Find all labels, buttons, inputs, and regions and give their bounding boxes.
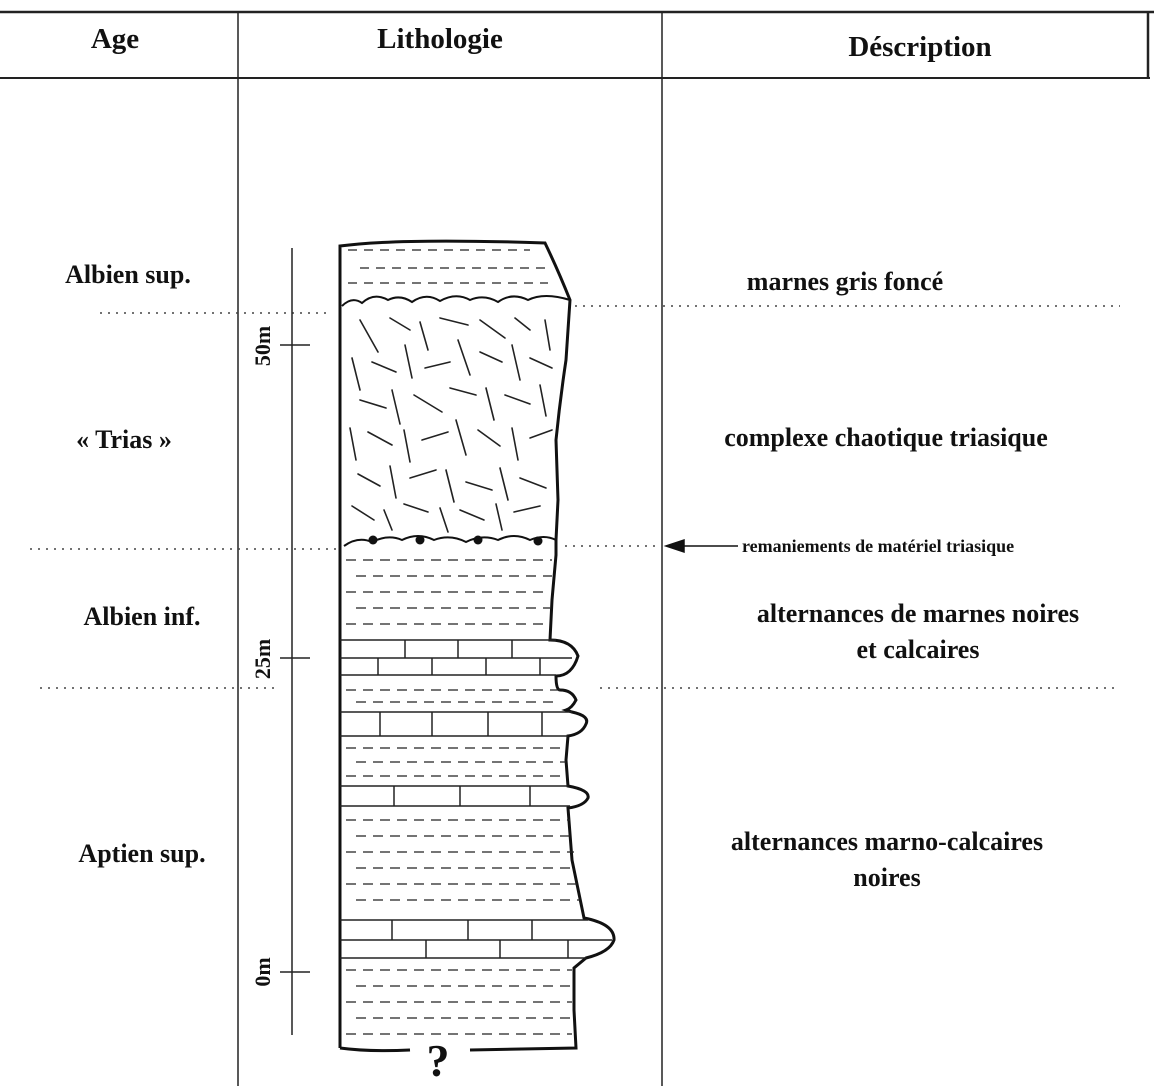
limestone-bed-1 [340, 640, 572, 675]
limestone-bed-4 [340, 920, 612, 958]
desc-aptien-line2: noires [853, 863, 920, 892]
marl-pattern-mid-2 [346, 748, 566, 776]
header-lithology: Lithologie [377, 23, 503, 55]
scale-50m: 50m [250, 326, 275, 366]
desc-marnes: marnes gris foncé [747, 267, 943, 296]
desc-complexe: complexe chaotique triasique [724, 423, 1048, 452]
marl-pattern-top [348, 250, 548, 283]
limestone-bed-2 [340, 712, 572, 736]
age-aptien-sup: Aptien sup. [78, 839, 205, 868]
desc-remaniements: remaniements de matériel triasique [742, 536, 1014, 556]
marl-pattern-aptien [346, 820, 580, 900]
scale-0m: 0m [250, 957, 275, 986]
age-albien-sup: Albien sup. [65, 260, 191, 289]
age-albien-inf: Albien inf. [83, 602, 200, 631]
desc-albien-inf-line1: alternances de marnes noires [757, 599, 1079, 628]
unknown-base-mark: ? [427, 1035, 450, 1086]
lithologic-column [340, 241, 614, 1051]
age-trias: « Trias » [76, 425, 172, 454]
desc-albien-inf-line2: et calcaires [857, 635, 980, 664]
column-outline [340, 241, 614, 1050]
limestone-bed-3 [340, 786, 570, 806]
chaotic-complex-pattern [350, 318, 552, 532]
header-age: Age [91, 23, 139, 55]
marl-pattern-albien-inf [346, 560, 552, 624]
header-description: Déscription [848, 31, 991, 63]
marl-pattern-base [346, 970, 572, 1034]
scale-25m: 25m [250, 639, 275, 679]
desc-aptien-line1: alternances marno-calcaires [731, 827, 1043, 856]
erosional-contact-top [342, 296, 570, 306]
scale-bar [280, 248, 310, 1035]
marl-pattern-mid-1 [346, 690, 560, 702]
remaniements-arrow [666, 540, 738, 552]
